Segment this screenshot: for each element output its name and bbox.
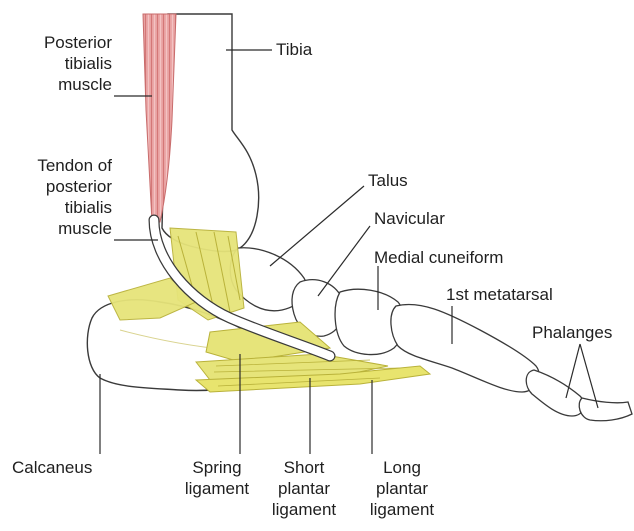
label-talus: Talus [368, 170, 408, 191]
label-posterior-tibialis-muscle: Posterior tibialis muscle [14, 32, 112, 95]
label-first-metatarsal: 1st metatarsal [446, 284, 553, 305]
label-medial-cuneiform: Medial cuneiform [374, 247, 503, 268]
label-phalanges: Phalanges [532, 322, 612, 343]
label-calcaneus: Calcaneus [12, 457, 92, 478]
label-spring-ligament: Spring ligament [180, 457, 254, 499]
proximal-phalanx-bone [526, 370, 584, 416]
first-metatarsal-bone [391, 304, 539, 392]
label-tendon-of-posterior-tibialis: Tendon of posterior tibialis muscle [4, 155, 112, 239]
leader-navicular [318, 226, 370, 296]
label-long-plantar-ligament: Long plantar ligament [360, 457, 444, 520]
distal-phalanx-bone [579, 398, 632, 421]
label-tibia: Tibia [276, 39, 312, 60]
label-short-plantar-ligament: Short plantar ligament [262, 457, 346, 520]
label-navicular: Navicular [374, 208, 445, 229]
